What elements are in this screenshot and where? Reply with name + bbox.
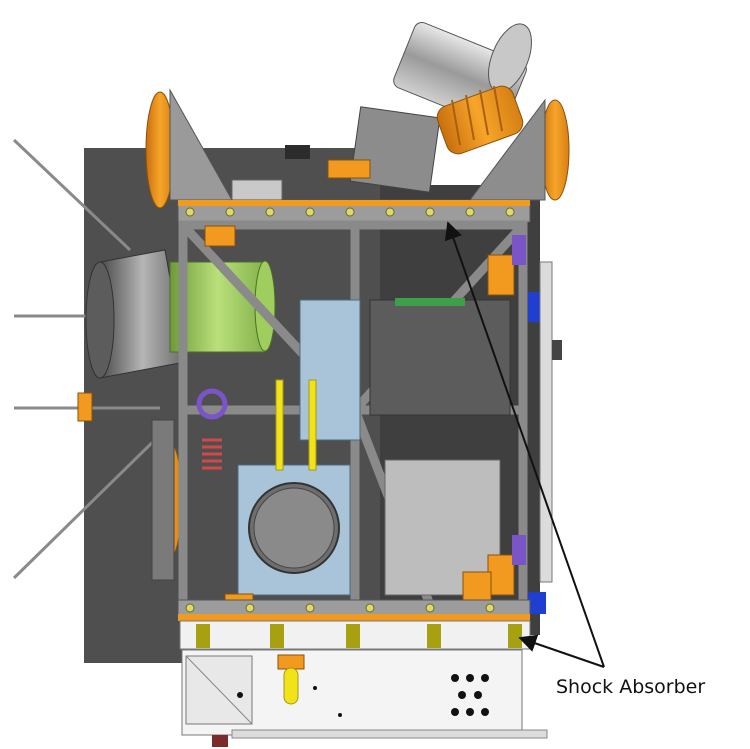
shock-absorbers	[179, 620, 531, 650]
spring	[202, 438, 222, 470]
camera-instrument	[349, 21, 532, 193]
callout-label: Shock Absorber	[556, 676, 706, 698]
bolts	[185, 207, 515, 613]
yellow-rods	[275, 379, 317, 471]
left-fitting	[77, 392, 93, 422]
callout-arrow-top	[444, 221, 605, 668]
green-pcb	[395, 298, 465, 306]
purple-ring	[196, 388, 228, 420]
base-plate	[181, 649, 548, 747]
top-left-bracket	[169, 88, 233, 201]
top-plate	[231, 179, 283, 203]
right-knob	[552, 340, 562, 360]
right-rail	[539, 261, 553, 583]
top-connector	[327, 159, 371, 179]
top-tab	[285, 145, 310, 159]
left-bracket	[151, 419, 175, 581]
callout-arrow-bottom	[518, 634, 605, 668]
dark-board	[369, 299, 511, 416]
bottom-orange-strip	[178, 614, 530, 621]
top-orange-strip	[178, 200, 530, 206]
base-holes	[237, 674, 489, 717]
